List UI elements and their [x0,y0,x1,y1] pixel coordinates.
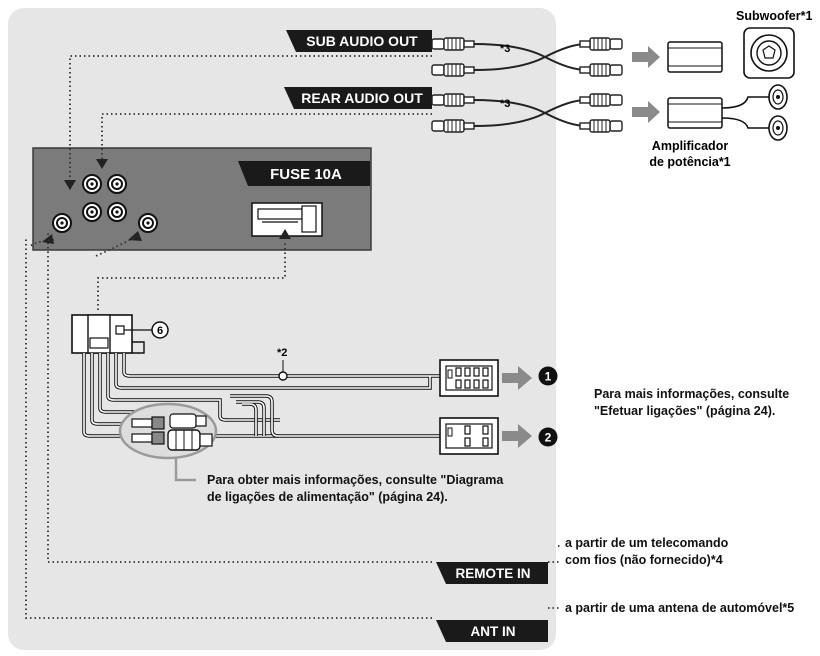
remote-note: a partir de um telecomando com fios (não… [565,535,728,569]
remote-in-jack [52,213,72,233]
antenna-note: a partir de uma antena de automóvel*5 [565,600,794,617]
svg-text:*3: *3 [500,43,510,55]
arrowhead-ant [128,231,142,241]
fuse-tag: FUSE 10A [238,161,370,186]
rear-rca-cable [431,93,622,133]
connector-1 [439,359,499,397]
arrow-to-1 [502,366,532,390]
callout-6 [151,321,169,339]
arrow-to-subwoofer-amp [632,46,660,68]
subwoofer-amplifier [667,41,723,73]
connections-note-line1: Para mais informações, consulte [594,387,790,401]
svg-text:2: 2 [545,431,552,445]
dotted-guides [25,55,560,619]
arrowhead-fuse [279,229,291,239]
power-connectors-group [118,402,218,482]
antenna-jack [138,213,158,233]
svg-text:Amplificador: Amplificador [652,139,729,153]
svg-text:*2: *2 [277,347,287,359]
svg-text:de potência*1: de potência*1 [649,155,730,169]
callout-1 [538,366,558,386]
connector-2 [439,417,499,455]
rca-jack-upper-right [107,174,127,194]
svg-text:1: 1 [545,370,552,384]
svg-text:SUB AUDIO OUT: SUB AUDIO OUT [306,33,418,49]
wire-marker [278,371,288,381]
arrow-to-2 [502,424,532,448]
connections-note-line2: "Efetuar ligações" (página 24). [594,404,776,418]
callout-2 [538,427,558,447]
remote-in-tag: REMOTE IN [436,562,548,584]
svg-text:FUSE 10A: FUSE 10A [270,166,342,183]
power-note: Para obter mais informações, consulte "D… [207,472,503,506]
rca-jack-upper-left [82,174,102,194]
arrow-to-power-amp [632,101,660,123]
arrowhead-remote [42,234,54,244]
svg-text:*3: *3 [500,98,510,110]
remote-note-line2: com fios (não fornecido)*4 [565,553,723,567]
sub-audio-out-tag: SUB AUDIO OUT [286,30,432,52]
rca-jack-lower-left [82,202,102,222]
ant-in-tag: ANT IN [436,620,548,642]
connections-note: Para mais informações, consulte "Efetuar… [594,386,789,420]
svg-text:ANT IN: ANT IN [471,624,516,639]
svg-text:Subwoofer*1: Subwoofer*1 [736,9,812,23]
svg-text:6: 6 [157,325,163,337]
power-amplifier [667,96,770,129]
speaker-upper [768,84,788,110]
remote-note-line1: a partir de um telecomando [565,536,729,550]
power-note-line1: Para obter mais informações, consulte "D… [207,473,504,487]
arrowhead-rear [96,159,108,169]
antenna-note-line: a partir de uma antena de automóvel*5 [565,601,795,615]
svg-text:REMOTE IN: REMOTE IN [455,566,530,581]
svg-text:REAR AUDIO OUT: REAR AUDIO OUT [301,90,423,106]
power-note-line2: de ligações de alimentação" (página 24). [207,490,448,504]
subwoofer-speaker [743,27,795,79]
sub-rca-cable [431,37,622,77]
speaker-lower [768,115,788,141]
arrowhead-sub [64,180,76,190]
harness-connector [71,314,145,354]
rear-audio-out-tag: REAR AUDIO OUT [284,87,432,109]
rca-jack-lower-right [107,202,127,222]
